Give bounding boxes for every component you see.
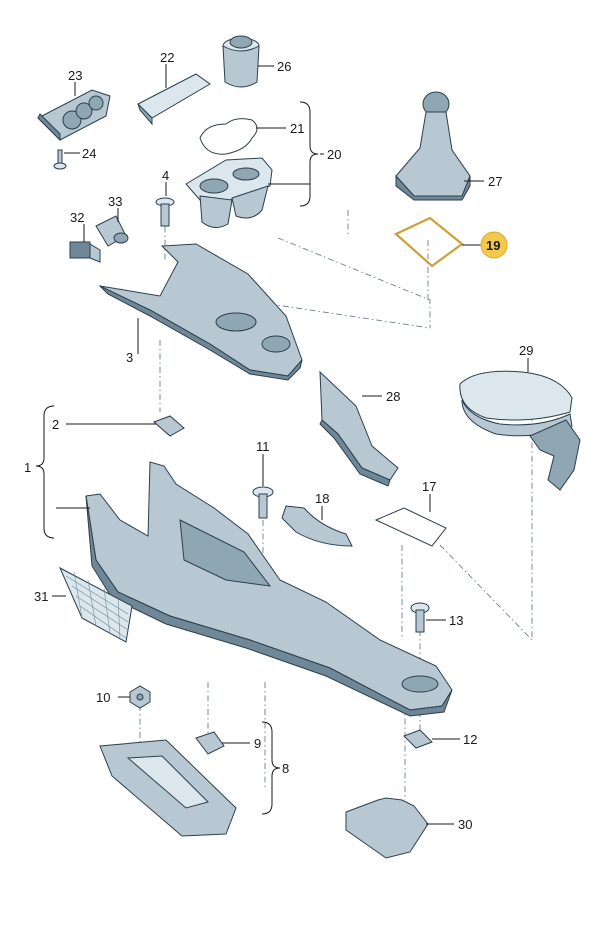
part-3-upper-trim (98, 243, 303, 381)
callout-20: 20 (327, 147, 341, 162)
part-30-lower-bracket (345, 797, 429, 859)
part-23-switch-panel (37, 89, 111, 142)
callout-31: 31 (34, 589, 48, 604)
part-1-console-body (85, 461, 453, 717)
part-24-screw (53, 149, 67, 170)
callout-11: 11 (256, 439, 270, 454)
callout-24: 24 (82, 146, 96, 161)
callout-2: 2 (52, 417, 59, 432)
callout-4: 4 (162, 168, 169, 183)
part-9-clip (195, 731, 225, 755)
callout-26: 26 (277, 59, 291, 74)
part-33-socket (95, 215, 129, 247)
callout-28: 28 (386, 389, 400, 404)
callout-19-highlight (480, 231, 508, 259)
callout-1: 1 (24, 460, 31, 475)
brace-group-8 (261, 721, 281, 815)
part-12-clip (403, 729, 433, 749)
callout-17: 17 (422, 479, 436, 494)
part-27-gear-knob-boot (395, 91, 471, 201)
brace-group-1 (35, 405, 55, 539)
part-4-bolt (155, 197, 175, 227)
part-21-cup-mat (199, 118, 258, 155)
part-22-cover-strip (137, 73, 211, 126)
callout-9: 9 (254, 736, 261, 751)
callout-29: 29 (519, 343, 533, 358)
part-10-nut (129, 685, 151, 709)
callout-10: 10 (96, 690, 110, 705)
callout-8: 8 (282, 761, 289, 776)
part-31-net-pocket (58, 566, 133, 643)
callout-33: 33 (108, 194, 122, 209)
callout-13: 13 (449, 613, 463, 628)
callout-32: 32 (70, 210, 84, 225)
part-11-screw (252, 486, 274, 519)
callout-22: 22 (160, 50, 174, 65)
callout-3: 3 (126, 350, 133, 365)
callout-12: 12 (463, 732, 477, 747)
part-8-bracket (99, 739, 237, 837)
part-13-screw (410, 602, 430, 633)
callout-labels: 23 24 22 26 21 20 27 19 33 32 4 3 28 29 … (24, 50, 533, 832)
callout-23: 23 (68, 68, 82, 83)
part-2-clip (153, 415, 185, 437)
part-26-cup-insert (222, 35, 260, 88)
callout-18: 18 (315, 491, 329, 506)
callout-21: 21 (290, 121, 304, 136)
part-32-connector (69, 241, 101, 263)
part-20-cup-holder (185, 157, 273, 228)
part-29-armrest (459, 370, 581, 491)
leader-lines (52, 64, 529, 825)
part-18-curved-trim (281, 505, 353, 547)
callout-27: 27 (488, 174, 502, 189)
callout-19: 19 (486, 238, 500, 253)
part-17-mat (374, 507, 447, 547)
part-19-frame (394, 216, 464, 268)
callout-30: 30 (458, 817, 472, 832)
part-28-side-panel (319, 370, 399, 487)
brace-group-20 (299, 101, 319, 207)
